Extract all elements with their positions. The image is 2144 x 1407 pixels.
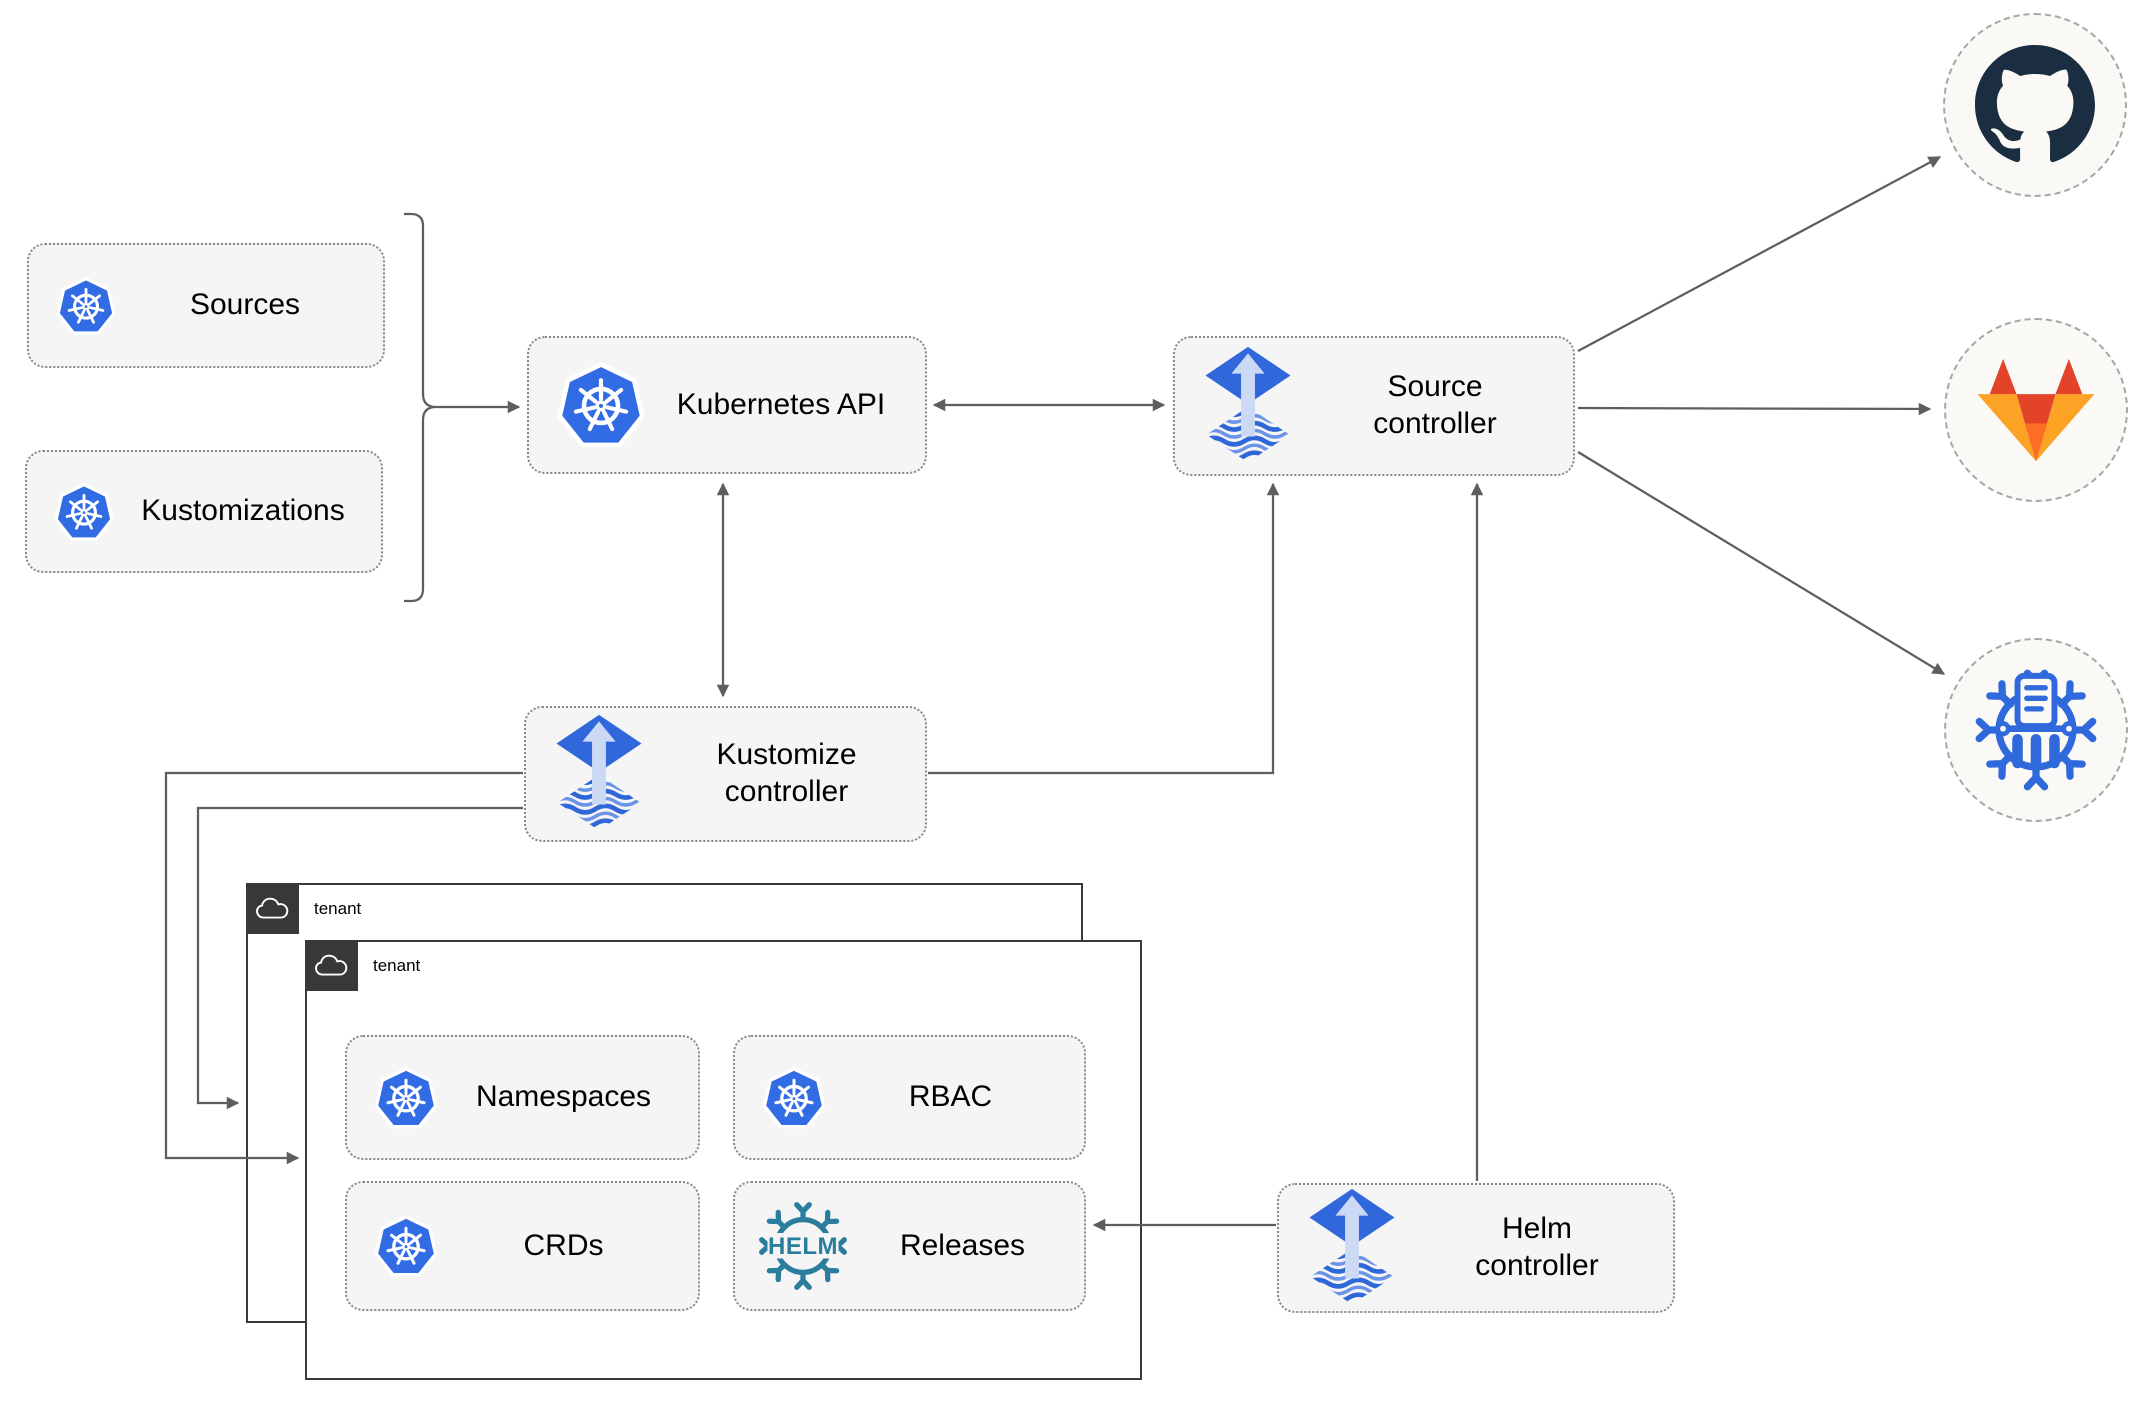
node-label: Helm controller	[1475, 1212, 1599, 1282]
kubernetes-icon	[555, 359, 647, 451]
bracket-sources-group	[404, 212, 437, 603]
edge-source-controller-github	[1577, 156, 1942, 352]
edge-kustomize-controller-source-controller	[928, 482, 1280, 775]
kubernetes-icon	[373, 1213, 439, 1279]
kubernetes-icon	[53, 481, 115, 543]
tenant-tab	[304, 939, 358, 991]
node-kustomize-controller: Kustomize controller	[524, 706, 927, 842]
tenant-label: tenant	[373, 956, 421, 975]
node-label: Kustomizations	[141, 494, 345, 528]
edge-source-controller-chartmuseum	[1577, 451, 1946, 675]
kubernetes-icon	[55, 275, 117, 337]
helm-wordmark: HELM	[768, 1233, 838, 1260]
node-label: CRDs	[523, 1228, 604, 1262]
flux-icon	[1199, 345, 1297, 467]
kubernetes-icon	[761, 1065, 827, 1131]
node-kubernetes-api: Kubernetes API	[527, 336, 927, 474]
tenant-label: tenant	[314, 899, 362, 918]
gitlab-icon	[1975, 354, 2097, 466]
edge-source-controller-gitlab	[1577, 402, 1932, 416]
node-label: Kubernetes API	[676, 387, 886, 421]
chartmuseum-endpoint	[1944, 638, 2128, 822]
node-label: Source controller	[1373, 370, 1497, 440]
node-kustomizations: Kustomizations	[25, 450, 383, 573]
github-endpoint	[1943, 13, 2127, 197]
flux-icon	[550, 713, 648, 835]
node-sources: Sources	[27, 243, 385, 368]
tenant-box-inner: tenant	[304, 939, 1142, 1380]
node-label: Sources	[189, 288, 301, 322]
helm-wheel-icon: HELM	[755, 1198, 851, 1294]
node-helm-controller: Helm controller	[1277, 1183, 1675, 1313]
node-label: Kustomize controller	[716, 738, 857, 808]
gitlab-endpoint	[1944, 318, 2128, 502]
node-label: RBAC	[908, 1080, 993, 1114]
tenant-tab	[245, 882, 299, 934]
node-releases: HELM Releases	[733, 1181, 1086, 1311]
flux-icon	[1303, 1187, 1401, 1309]
chartmuseum-icon	[1970, 664, 2102, 796]
kubernetes-icon	[373, 1065, 439, 1131]
node-label: Namespaces	[475, 1080, 652, 1114]
node-rbac: RBAC	[733, 1035, 1086, 1160]
node-crds: CRDs	[345, 1181, 700, 1311]
cloud-icon	[254, 895, 290, 921]
github-icon	[1975, 45, 2095, 165]
node-namespaces: Namespaces	[345, 1035, 700, 1160]
node-label: Releases	[899, 1228, 1026, 1262]
cloud-icon	[313, 952, 349, 978]
node-source-controller: Source controller	[1173, 336, 1575, 476]
